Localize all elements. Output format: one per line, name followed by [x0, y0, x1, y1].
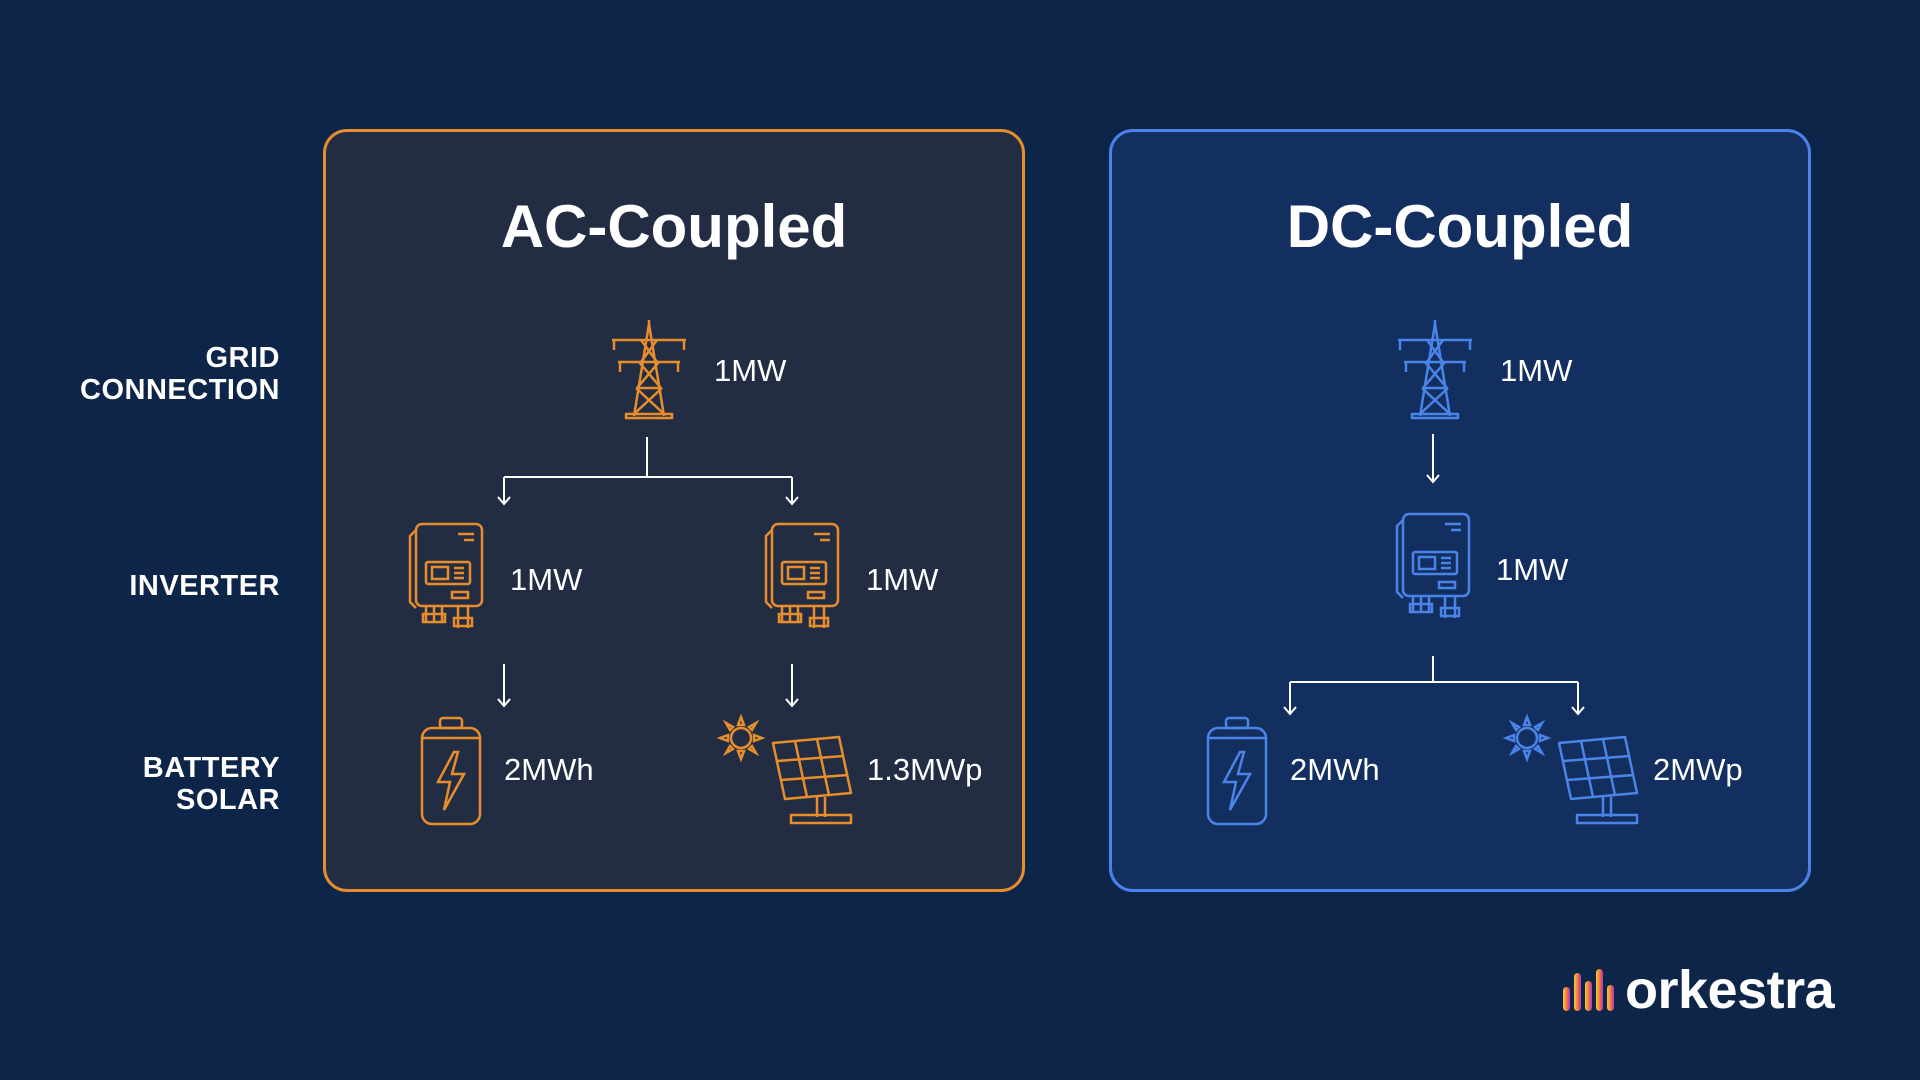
inverter-icon: [762, 522, 842, 632]
dc-inverter-value: 1MW: [1496, 552, 1569, 587]
solar-panel-icon: [1557, 735, 1643, 825]
row-label-battery-solar: BATTERY SOLAR: [143, 752, 280, 816]
dc-grid-value: 1MW: [1500, 353, 1573, 388]
dc-arrow-inverter: [1426, 474, 1440, 484]
row-label-solar: SOLAR: [176, 784, 280, 816]
row-label-grid: GRID: [205, 342, 280, 374]
pylon-icon: [1390, 318, 1480, 420]
ac-battery-value: 2MWh: [504, 752, 594, 787]
ac-inverter-solar-value: 1MW: [866, 562, 939, 597]
row-label-grid-connection: GRID CONNECTION: [80, 342, 280, 406]
dc-solar-value: 2MWp: [1653, 752, 1743, 787]
dc-battery-value: 2MWh: [1290, 752, 1380, 787]
ac-coupled-title: AC-Coupled: [500, 193, 848, 260]
dc-arrow-battery: [1283, 706, 1297, 716]
ac-inverter-battery-value: 1MW: [510, 562, 583, 597]
ac-coupled-panel: AC-Coupled: [323, 129, 1025, 892]
ac-arrow-solar: [785, 698, 799, 708]
row-label-connection: CONNECTION: [80, 374, 280, 406]
ac-arrow-left: [497, 496, 511, 506]
ac-arrow-right: [785, 496, 799, 506]
sun-icon: [1502, 713, 1552, 763]
ac-connectors: [497, 437, 799, 708]
dc-arrow-solar: [1571, 706, 1585, 716]
dc-coupled-panel: DC-Coupled: [1109, 129, 1811, 892]
dc-connectors: [1283, 434, 1585, 716]
solar-panel-icon: [771, 735, 857, 825]
logo-wordmark: orkestra: [1625, 960, 1835, 1020]
battery-icon: [418, 716, 484, 828]
ac-arrow-battery: [497, 698, 511, 708]
ac-grid-value: 1MW: [714, 353, 787, 388]
sun-icon: [716, 713, 766, 763]
row-label-battery: BATTERY: [142, 752, 280, 784]
pylon-icon: [604, 318, 694, 420]
row-label-inverter: INVERTER: [129, 570, 280, 602]
battery-icon: [1204, 716, 1270, 828]
inverter-icon: [1393, 512, 1473, 622]
inverter-icon: [406, 522, 486, 632]
orkestra-logo: orkestra: [1563, 960, 1835, 1020]
dc-coupled-title: DC-Coupled: [1286, 193, 1634, 260]
logo-bars-icon: [1563, 969, 1614, 1011]
ac-solar-value: 1.3MWp: [867, 752, 983, 787]
